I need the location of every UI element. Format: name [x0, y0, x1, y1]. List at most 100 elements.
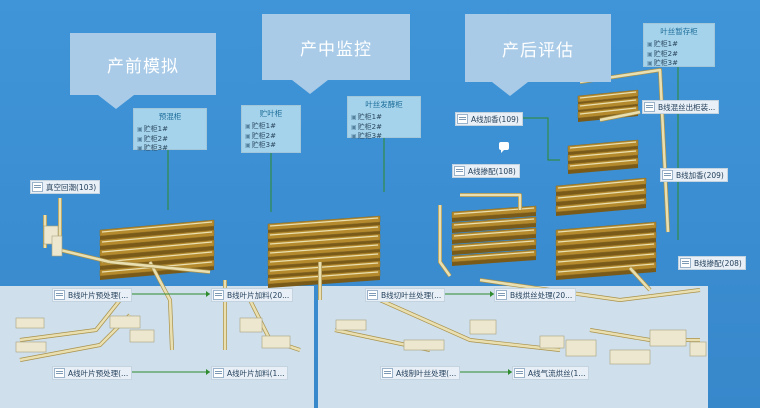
- cabinet-temp-box[interactable]: 叶丝暂存柜 贮柜1# 贮柜2# 贮柜3#: [643, 23, 715, 67]
- label-b-dry-proc[interactable]: B线烘丝处理(20...: [494, 288, 577, 302]
- callout-mid-tail: [292, 80, 328, 94]
- label-a-leaf-pre[interactable]: A线叶片预处理(...: [52, 366, 133, 380]
- bline-silo-low-shadow: [556, 238, 656, 250]
- store-silo-shadow: [268, 276, 380, 288]
- connector-arrow: [490, 291, 494, 297]
- machine-block: [261, 335, 291, 349]
- ferment-silo-shadow: [452, 234, 536, 244]
- bline-silo-top-belt: [569, 150, 637, 158]
- ferment-silo-belt: [453, 218, 535, 226]
- callout-post-production: 产后评估: [465, 14, 611, 82]
- cabinet-premix-box[interactable]: 预混柜 贮柜1# 贮柜2# 贮柜3#: [133, 108, 207, 152]
- cabinet-ferment-row: 贮柜3#: [351, 132, 420, 142]
- conveyor: [629, 267, 651, 291]
- label-text: A线叶片预处理(...: [68, 368, 129, 378]
- label-vacuum[interactable]: 真空回潮(103): [30, 180, 101, 194]
- cabinet-ferment-row: 贮柜2#: [351, 123, 420, 133]
- label-text: A线叶片加料(1...: [227, 368, 285, 378]
- callout-pre-tail: [98, 95, 134, 109]
- ferment-silo-shadow: [452, 223, 536, 233]
- process-icon: [457, 114, 468, 124]
- bline-silo-low-belt: [557, 253, 655, 263]
- label-a-air-dry[interactable]: A线气流烘丝(1...: [512, 366, 590, 380]
- bline-silo-low-belt: [557, 263, 655, 273]
- process-icon: [496, 290, 507, 300]
- cabinet-premix-title: 预混柜: [158, 112, 182, 121]
- cabinet-store-title: 贮叶柜: [259, 109, 283, 118]
- ferment-silo-belt: [453, 229, 535, 237]
- cabinet-ferment-row: 贮柜1#: [351, 113, 420, 123]
- label-text: B线叶片预处理(...: [68, 290, 129, 300]
- cabinet-temp-row: 贮柜2#: [647, 50, 714, 60]
- bline-silo-mid-shadow: [556, 204, 646, 216]
- conveyor: [148, 261, 174, 351]
- label-b-flavor[interactable]: B线加香(209): [660, 168, 728, 182]
- label-a-leaf-add[interactable]: A线叶片加料(1...: [211, 366, 289, 380]
- machine-block: [109, 315, 141, 329]
- process-icon: [213, 290, 224, 300]
- premix-silo-belt: [101, 241, 213, 253]
- callout-mid-text: 产中监控: [300, 39, 372, 60]
- conveyor: [599, 110, 641, 122]
- label-a-flavor[interactable]: A线加香(109): [455, 112, 523, 126]
- label-b-leaf-pre[interactable]: B线叶片预处理(...: [52, 288, 133, 302]
- machine-block: [335, 319, 367, 331]
- cabinet-store-box[interactable]: 贮叶柜 贮柜1# 贮柜2# 贮柜3#: [241, 105, 301, 153]
- conveyor: [438, 205, 452, 277]
- machine-block: [565, 339, 597, 357]
- label-a-blend[interactable]: A线掺配(108): [452, 164, 520, 178]
- cabinet-premix-row: 贮柜3#: [137, 144, 206, 154]
- machine-block: [403, 339, 445, 351]
- store-silo-belt: [269, 253, 379, 263]
- machine-block: [239, 317, 263, 333]
- label-text: B线加香(209): [676, 170, 724, 180]
- conveyor: [479, 278, 701, 302]
- cabinet-store-row: 贮柜1#: [245, 122, 300, 132]
- process-icon: [54, 368, 65, 378]
- callout-post-text: 产后评估: [502, 40, 574, 61]
- cabinet-store-row: 贮柜2#: [245, 132, 300, 142]
- machine-block: [15, 317, 45, 329]
- label-b-leaf-add[interactable]: B线叶片加料(20...: [211, 288, 294, 302]
- ferment-silo-shadow: [452, 245, 536, 255]
- conveyor: [460, 193, 522, 210]
- process-icon: [213, 368, 224, 378]
- ferment-silo-shadow: [452, 256, 536, 266]
- bline-silo-low-belt: [557, 243, 655, 253]
- machine-block: [129, 329, 155, 343]
- label-b-mix-out[interactable]: B线混丝出柜装...: [642, 100, 720, 114]
- connector-arrow: [206, 291, 210, 297]
- label-b-blend[interactable]: B线掺配(208): [678, 256, 746, 270]
- cabinet-ferment-box[interactable]: 叶丝发酵柜 贮柜1# 贮柜2# 贮柜3#: [347, 96, 421, 140]
- premix-silo-shadow: [100, 256, 214, 270]
- temp-silo-belt: [579, 91, 637, 99]
- temp-silo-belt: [579, 107, 637, 115]
- label-text: B线混丝出柜装...: [658, 102, 716, 112]
- premix-silo-belt: [101, 221, 213, 233]
- store-silo-belt: [269, 244, 379, 254]
- conveyor: [19, 299, 122, 342]
- bline-silo-low-shadow: [556, 258, 656, 270]
- label-text: A线掺配(108): [468, 166, 516, 176]
- store-silo-belt: [269, 262, 379, 272]
- bline-silo-mid-belt: [557, 179, 645, 189]
- machine-block: [539, 335, 565, 349]
- connector-arrow: [508, 369, 512, 375]
- label-b-cut-proc[interactable]: B线切叶丝处理(...: [365, 288, 446, 302]
- label-text: B线烘丝处理(20...: [510, 290, 573, 300]
- machine-block: [15, 341, 47, 353]
- bline-silo-mid-shadow: [556, 184, 646, 196]
- label-a-cut-proc[interactable]: A线制叶丝处理(...: [380, 366, 461, 380]
- bline-silo-low-belt: [557, 233, 655, 243]
- label-text: B线叶片加料(20...: [227, 290, 290, 300]
- label-text: A线气流烘丝(1...: [528, 368, 586, 378]
- temp-silo-belt: [579, 99, 637, 107]
- machine-block: [689, 341, 707, 357]
- cabinet-ferment-title: 叶丝发酵柜: [365, 100, 403, 109]
- comment-icon[interactable]: [499, 142, 509, 153]
- process-icon: [367, 290, 378, 300]
- callout-mid-production: 产中监控: [262, 14, 410, 80]
- process-icon: [32, 182, 43, 192]
- store-silo-belt: [269, 217, 379, 227]
- floor-panel-right: [318, 286, 708, 408]
